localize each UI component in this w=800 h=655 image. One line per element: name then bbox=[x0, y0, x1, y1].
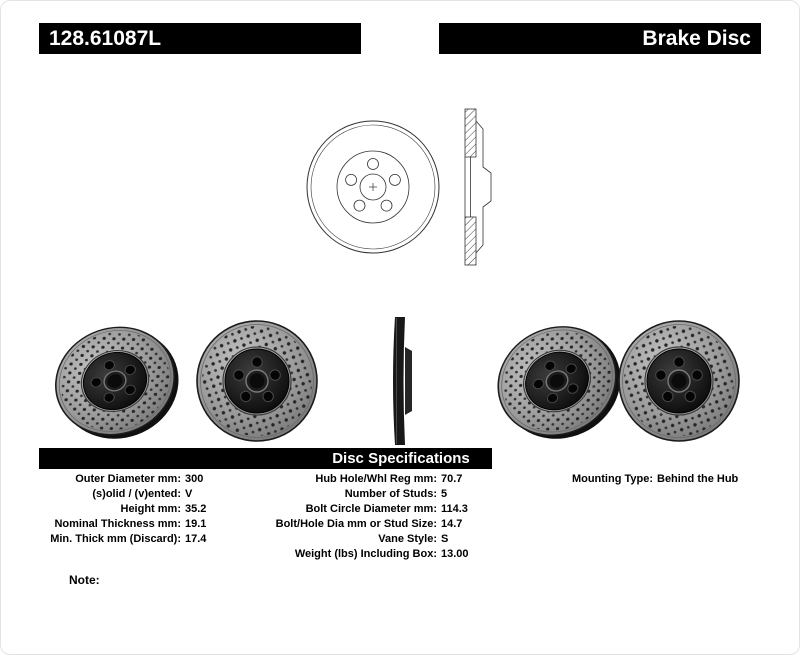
spec-row: (s)olid / (v)ented: V bbox=[29, 487, 239, 502]
spec-column-right: Mounting Type: Behind the Hub bbox=[557, 472, 772, 487]
technical-drawing-front-view bbox=[306, 120, 440, 254]
rotor-photo-edge-view bbox=[393, 317, 412, 445]
spec-column-left: Outer Diameter mm: 300 (s)olid / (v)ented… bbox=[29, 472, 239, 547]
spec-value: 5 bbox=[441, 488, 448, 500]
spec-column-middle: Hub Hole/Whl Reg mm: 70.7 Number of Studs… bbox=[251, 472, 496, 562]
spec-label: Hub Hole/Whl Reg mm: bbox=[315, 473, 437, 485]
spec-value: 35.2 bbox=[185, 503, 207, 515]
spec-row: Outer Diameter mm: 300 bbox=[29, 472, 239, 487]
rotor-photo-front-left bbox=[196, 320, 318, 442]
spec-value: V bbox=[185, 488, 193, 500]
spec-value: 17.4 bbox=[185, 533, 207, 545]
spec-value: S bbox=[441, 533, 449, 545]
part-number-label: 128.61087L bbox=[49, 27, 162, 50]
note-label: Note: bbox=[69, 573, 100, 587]
spec-label: (s)olid / (v)ented: bbox=[92, 488, 181, 500]
spec-row: Min. Thick mm (Discard): 17.4 bbox=[29, 532, 239, 547]
spec-label: Weight (lbs) Including Box: bbox=[294, 548, 437, 560]
spec-label: Vane Style: bbox=[378, 533, 437, 545]
spec-row: Height mm:35.2 bbox=[29, 502, 239, 517]
spec-value: Behind the Hub bbox=[657, 473, 739, 485]
spec-row: Nominal Thickness mm: 19.1 bbox=[29, 517, 239, 532]
spec-label: Nominal Thickness mm: bbox=[54, 518, 181, 530]
spec-row: Mounting Type: Behind the Hub bbox=[557, 472, 772, 487]
spec-row: Bolt Circle Diameter mm: 114.3 bbox=[251, 502, 496, 517]
part-number-bar: 128.61087L bbox=[39, 23, 361, 54]
rotor-photo-angled-left bbox=[49, 315, 181, 447]
technical-drawing-cross-section bbox=[464, 108, 492, 266]
spec-section-bar bbox=[39, 448, 492, 469]
spec-value: 14.7 bbox=[441, 518, 463, 530]
spec-value: 70.7 bbox=[441, 473, 463, 485]
rotor-photo-angled-right bbox=[491, 315, 623, 447]
spec-row: Hub Hole/Whl Reg mm: 70.7 bbox=[251, 472, 496, 487]
spec-value: 13.00 bbox=[441, 548, 469, 560]
spec-label: Bolt Circle Diameter mm: bbox=[305, 503, 437, 515]
spec-row: Weight (lbs) Including Box: 13.00 bbox=[251, 547, 496, 562]
spec-label: Outer Diameter mm: bbox=[75, 473, 181, 485]
product-type-bar: Brake Disc bbox=[439, 23, 761, 54]
spec-row: Vane Style: S bbox=[251, 532, 496, 547]
spec-label: Number of Studs: bbox=[344, 488, 437, 500]
product-type-label: Brake Disc bbox=[642, 27, 751, 50]
rotor-photo-front-right bbox=[618, 320, 740, 442]
spec-row: Bolt/Hole Dia mm or Stud Size: 14.7 bbox=[251, 517, 496, 532]
spec-label: Min. Thick mm (Discard): bbox=[50, 533, 181, 545]
spec-value: 114.3 bbox=[441, 503, 468, 515]
spec-label: Mounting Type: bbox=[571, 473, 653, 485]
spec-label: Bolt/Hole Dia mm or Stud Size: bbox=[275, 518, 437, 530]
spec-value: 300 bbox=[185, 473, 204, 485]
spec-row: Number of Studs: 5 bbox=[251, 487, 496, 502]
spec-label: Height mm: bbox=[120, 503, 182, 515]
spec-value: 19.1 bbox=[185, 518, 207, 530]
